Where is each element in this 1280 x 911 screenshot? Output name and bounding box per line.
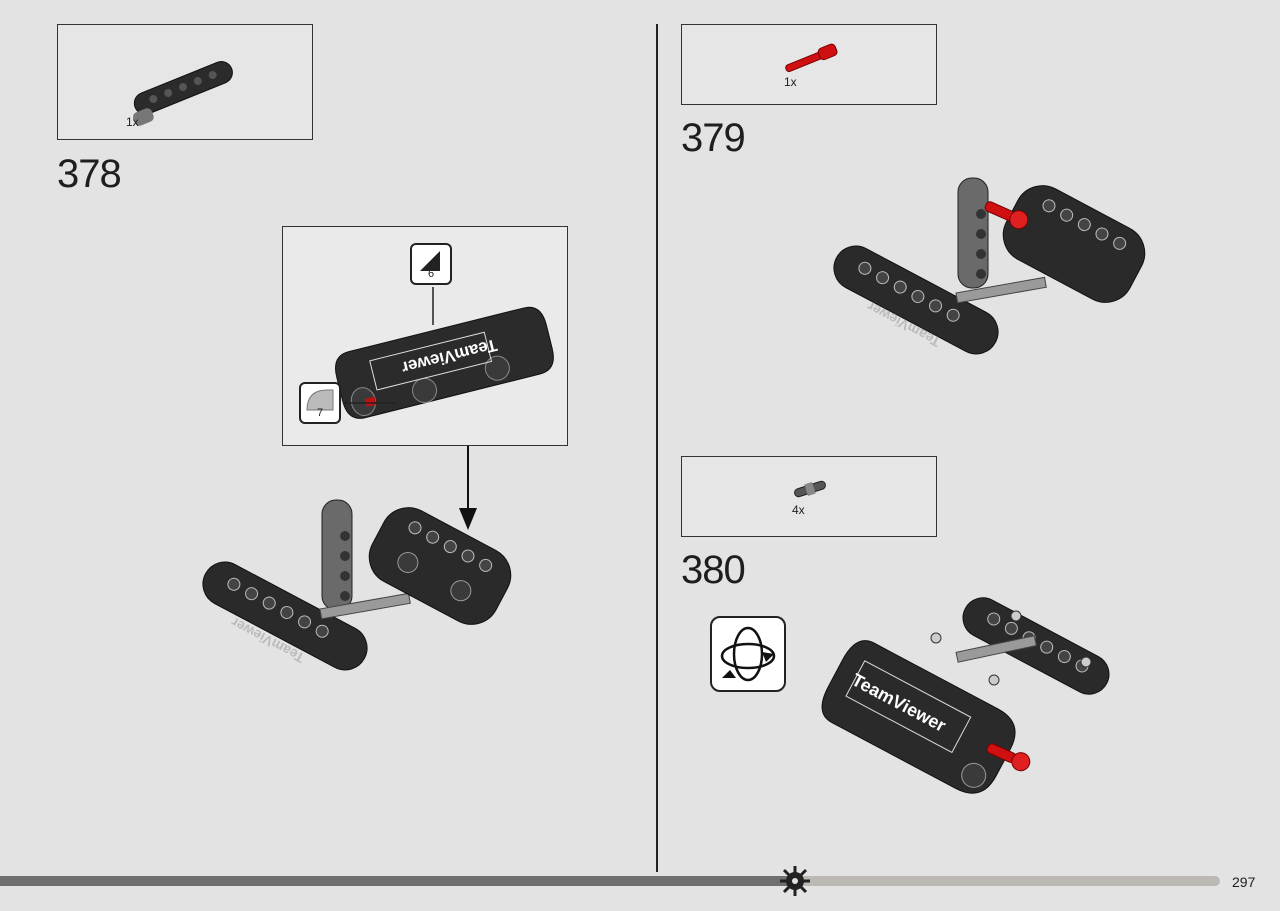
- grey-pin-part-image: [794, 480, 826, 498]
- red-axle-pin-part-image: [785, 43, 838, 73]
- sticker-badge-7: 7: [299, 382, 341, 424]
- sticker-id: 7: [316, 407, 324, 419]
- part-quantity: 1x: [126, 115, 139, 129]
- down-arrow-icon: [459, 446, 477, 530]
- sticker-id: 6: [427, 268, 435, 280]
- sticker-icon: [306, 389, 334, 411]
- part-quantity: 1x: [784, 75, 797, 89]
- step-number-379: 379: [681, 116, 746, 160]
- sticker-panel-image: TeamViewer: [335, 287, 554, 419]
- assembly-step-378: TeamViewer: [202, 499, 512, 671]
- red-axle-pin-highlight: [984, 201, 1029, 230]
- assembly-step-379: TeamViewer: [833, 177, 1146, 355]
- rotate-model-icon: [710, 616, 786, 692]
- rotate-arrows-icon: [720, 626, 776, 682]
- sticker-badge-6: 6: [410, 243, 452, 285]
- step-number-380: 380: [681, 548, 746, 592]
- page-number: 297: [1232, 874, 1256, 890]
- assembly-step-380: TeamViewer: [821, 597, 1110, 794]
- red-axle-pin-highlight: [986, 743, 1031, 772]
- parts-box-step-378: 1x: [57, 24, 313, 140]
- part-quantity: 4x: [792, 503, 805, 517]
- dark-beam-part-image: [132, 61, 233, 126]
- sticker-icon: [420, 251, 440, 271]
- column-divider: [656, 24, 658, 872]
- step-number-378: 378: [57, 152, 122, 196]
- parts-box-step-379: 1x: [681, 24, 937, 105]
- progress-fill: [0, 876, 796, 886]
- gear-icon: [780, 866, 811, 896]
- parts-box-step-380: 4x: [681, 456, 937, 537]
- progress-bar: [0, 876, 1220, 886]
- sticker-callout: TeamViewer 6 7: [282, 226, 568, 446]
